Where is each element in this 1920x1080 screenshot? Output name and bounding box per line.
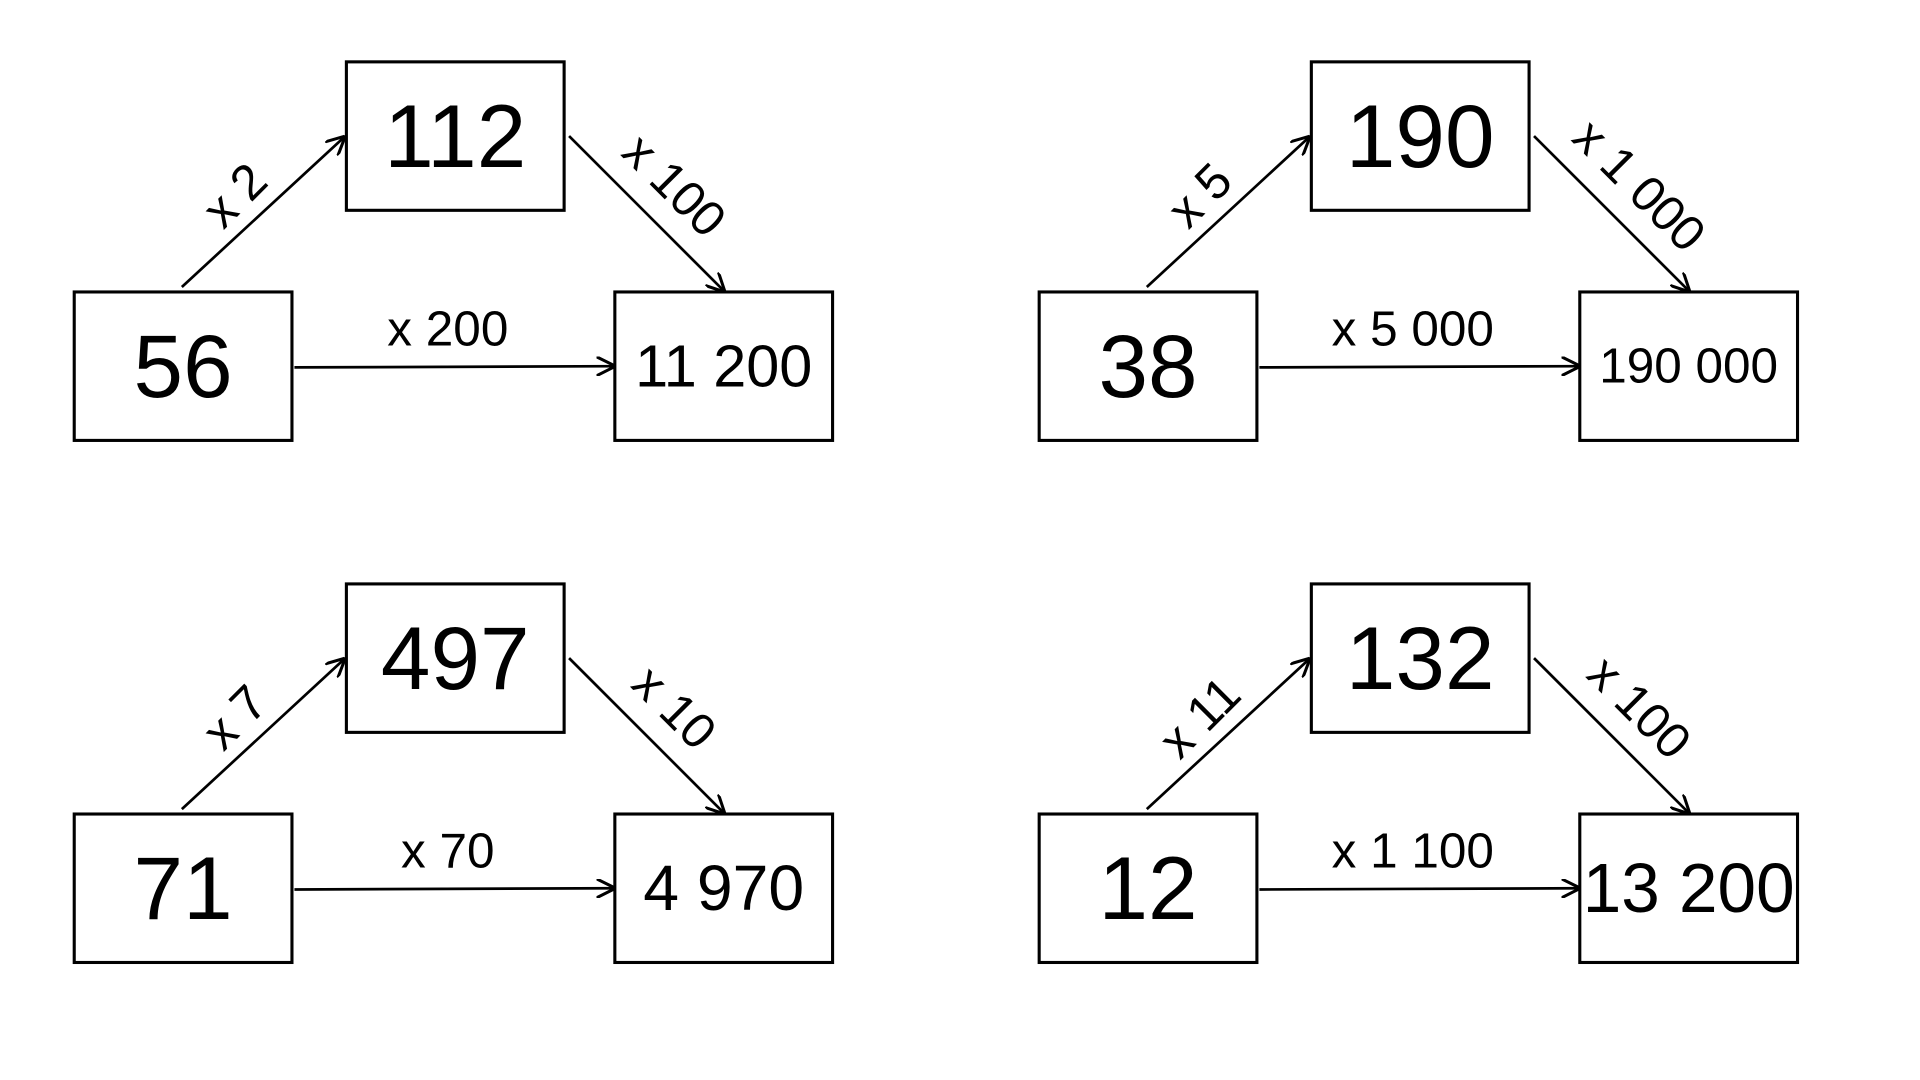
arrow-step1 [1145, 137, 1309, 289]
label-step1: x 2 [192, 153, 278, 239]
diagram-3: 71 497 4 970 x 7 x 10 x 70 [72, 582, 835, 965]
label-step2: x 100 [1577, 645, 1701, 769]
start-box [72, 812, 294, 965]
label-direct: x 200 [387, 302, 508, 357]
arrow-step2 [1533, 135, 1689, 291]
arrow-step1 [180, 137, 344, 289]
middle-value: 497 [381, 608, 530, 708]
result-value: 13 200 [1583, 849, 1795, 927]
label-direct: x 5 000 [1332, 302, 1494, 357]
arrow-direct [1259, 888, 1578, 889]
label-step2: x 100 [612, 123, 736, 247]
arrow-step1 [1145, 659, 1309, 811]
start-box [1037, 290, 1259, 442]
label-step1: x 7 [192, 675, 278, 761]
label-step2: x 10 [622, 655, 727, 760]
middle-value: 112 [384, 86, 526, 186]
middle-box [1309, 582, 1531, 734]
arrow-direct [294, 366, 613, 367]
middle-box [1309, 60, 1531, 212]
label-direct: x 70 [401, 824, 495, 879]
arrow-direct [1259, 366, 1578, 367]
start-value: 71 [134, 838, 233, 938]
arrow-step1 [180, 659, 344, 811]
diagram-4: 12 132 13 200 x 11 x 100 x 1 100 [1037, 582, 1800, 965]
middle-box [344, 60, 566, 212]
arrow-direct [294, 888, 613, 889]
arrow-step2 [568, 135, 724, 291]
middle-value: 190 [1346, 86, 1495, 186]
label-step1: x 11 [1149, 666, 1251, 768]
result-box [1578, 290, 1800, 442]
result-value: 190 000 [1599, 339, 1778, 394]
start-value: 56 [134, 316, 233, 416]
arrow-step2 [1533, 657, 1689, 813]
start-box [72, 290, 294, 442]
arrow-step2 [568, 657, 724, 813]
result-box [1578, 812, 1800, 965]
result-value: 4 970 [643, 852, 804, 924]
start-value: 38 [1099, 316, 1198, 416]
middle-box [344, 582, 566, 734]
start-box [1037, 812, 1259, 965]
result-value: 11 200 [635, 333, 812, 400]
label-step1: x 5 [1157, 153, 1243, 239]
middle-value: 132 [1346, 608, 1495, 708]
label-direct: x 1 100 [1332, 824, 1494, 879]
start-value: 12 [1099, 838, 1198, 938]
diagram-1: 56 112 11 200 x 2 x 100 x 200 [72, 60, 835, 442]
